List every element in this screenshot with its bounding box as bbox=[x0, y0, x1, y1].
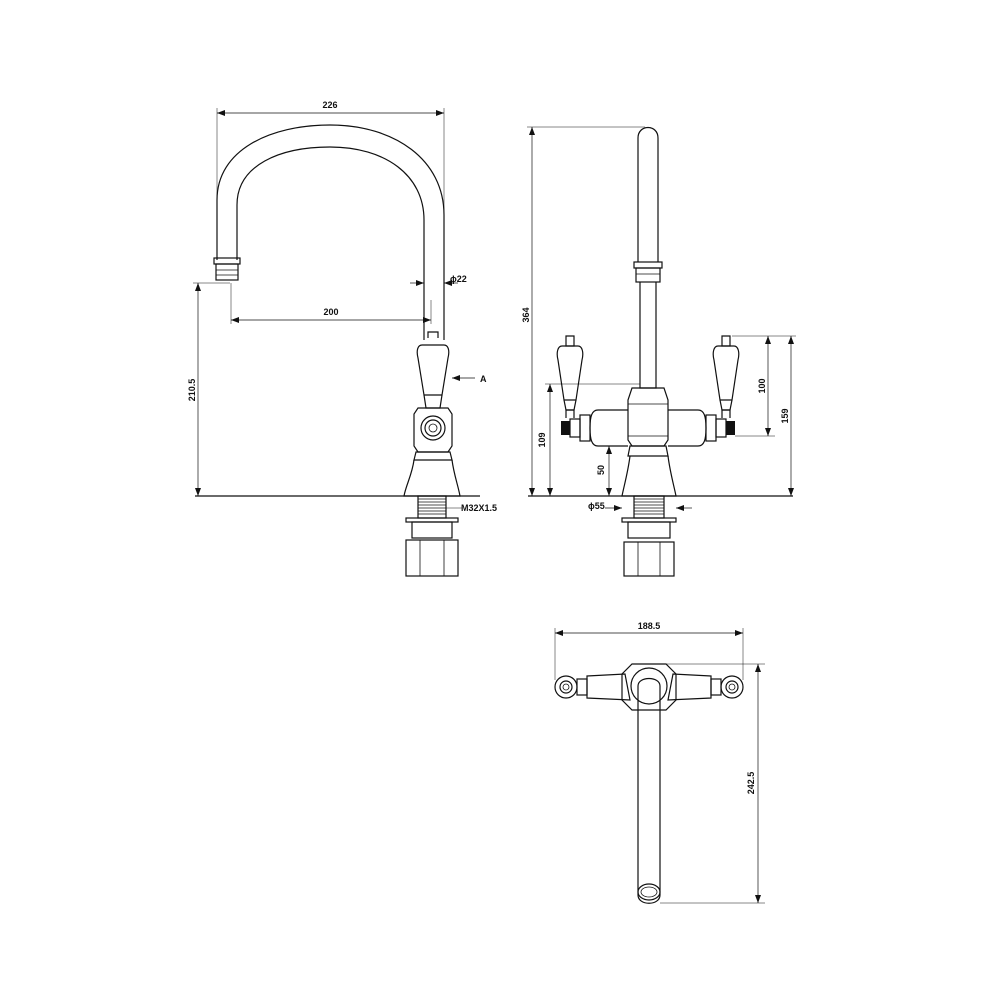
dim-plan-width: 188.5 bbox=[554, 621, 744, 680]
dim-spout-outlet-height: 210.5 bbox=[187, 282, 230, 496]
section-marker-a: A bbox=[452, 374, 487, 384]
dim-base-diameter: ϕ55 bbox=[588, 501, 692, 511]
dim-label-50: 50 bbox=[596, 465, 606, 475]
dim-label-phi22: ϕ22 bbox=[450, 274, 467, 284]
dim-label-210-5: 210.5 bbox=[187, 379, 197, 402]
dim-base-height: 50 bbox=[596, 445, 628, 496]
dim-label-200: 200 bbox=[323, 307, 338, 317]
dim-label-159: 159 bbox=[780, 408, 790, 423]
dim-label-100: 100 bbox=[757, 378, 767, 393]
dim-plan-depth: 242.5 bbox=[660, 663, 765, 904]
left-arm bbox=[556, 335, 628, 447]
plan-spout bbox=[637, 677, 661, 904]
side-view: 364 109 50 ϕ55 100 bbox=[521, 126, 796, 577]
dim-thread: M32X1.5 bbox=[446, 503, 497, 513]
dim-body-height: 109 bbox=[537, 383, 640, 496]
dim-spout-reach: 200 bbox=[230, 283, 432, 324]
dim-handle-height: 100 bbox=[732, 335, 775, 437]
dim-label-226: 226 bbox=[322, 100, 337, 110]
dim-label-364: 364 bbox=[521, 307, 531, 322]
tap-body bbox=[403, 407, 461, 497]
dim-label-188-5: 188.5 bbox=[638, 621, 661, 631]
dim-label-109: 109 bbox=[537, 432, 547, 447]
dim-label-phi55: ϕ55 bbox=[588, 501, 605, 511]
plan-right-handle bbox=[667, 673, 744, 701]
dim-handle-top-height: 159 bbox=[775, 335, 796, 496]
spout-gooseneck bbox=[213, 124, 445, 340]
spout-column bbox=[633, 126, 663, 389]
dim-spout-diameter: ϕ22 bbox=[410, 274, 467, 286]
plan-view: 188.5 242.5 bbox=[554, 621, 765, 904]
plan-hub bbox=[621, 663, 677, 711]
front-view: 226 200 ϕ22 210.5 A M32X1.5 bbox=[187, 100, 497, 577]
mounting-thread-side bbox=[621, 495, 677, 577]
plan-left-handle bbox=[554, 673, 631, 701]
dim-total-height: 364 bbox=[521, 126, 645, 496]
central-body bbox=[621, 387, 677, 497]
lever-handle bbox=[416, 331, 450, 409]
dim-label-242-5: 242.5 bbox=[746, 772, 756, 795]
right-arm bbox=[668, 335, 740, 447]
section-label-a: A bbox=[480, 374, 487, 384]
dim-spout-reach-total: 226 bbox=[216, 100, 445, 255]
mounting-thread bbox=[405, 495, 459, 577]
thread-label: M32X1.5 bbox=[461, 503, 497, 513]
